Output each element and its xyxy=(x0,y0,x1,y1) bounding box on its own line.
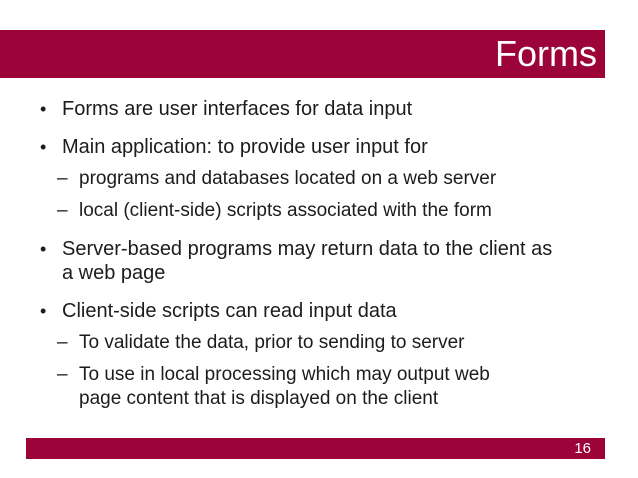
bullet-icon: • xyxy=(40,137,47,157)
bullet-text: To use in local processing which may out… xyxy=(79,364,490,409)
bullet-list: • Forms are user interfaces for data inpu… xyxy=(0,97,638,411)
dash-icon: – xyxy=(57,200,68,221)
bullet-text: Client-side scripts can read input data xyxy=(62,300,397,322)
bullet-text: programs and databases located on a web … xyxy=(79,168,497,189)
dash-icon: – xyxy=(57,364,68,385)
page-number: 16 xyxy=(574,440,591,457)
sub-bullet-item: –local (client-side) scripts associated … xyxy=(0,199,638,223)
footer-bar: 16 xyxy=(26,438,605,459)
bullet-item: • Main application: to provide user input… xyxy=(0,135,638,159)
sub-bullet-item: –To validate the data, prior to sending … xyxy=(0,331,638,355)
sub-bullet-item: –To use in local processing which may ou… xyxy=(0,363,638,411)
bullet-item: • Client-side scripts can read input data xyxy=(0,299,638,323)
bullet-text: Forms are user interfaces for data input xyxy=(62,98,413,120)
sub-bullet-item: –programs and databases located on a web… xyxy=(0,167,638,191)
bullet-icon: • xyxy=(40,99,47,119)
dash-icon: – xyxy=(57,332,68,353)
bullet-item: • Forms are user interfaces for data inpu… xyxy=(0,97,638,121)
slide-title: Forms xyxy=(495,33,597,74)
bullet-text: To validate the data, prior to sending t… xyxy=(79,332,465,353)
bullet-text: local (client-side) scripts associated w… xyxy=(79,200,492,221)
bullet-text: Server-based programs may return data to… xyxy=(62,238,553,284)
bullet-icon: • xyxy=(40,301,47,321)
bullet-item: • Server-based programs may return data t… xyxy=(0,237,638,285)
bullet-text: Main application: to provide user input … xyxy=(62,136,428,158)
title-bar: Forms xyxy=(0,30,605,78)
bullet-icon: • xyxy=(40,239,47,259)
dash-icon: – xyxy=(57,168,68,189)
